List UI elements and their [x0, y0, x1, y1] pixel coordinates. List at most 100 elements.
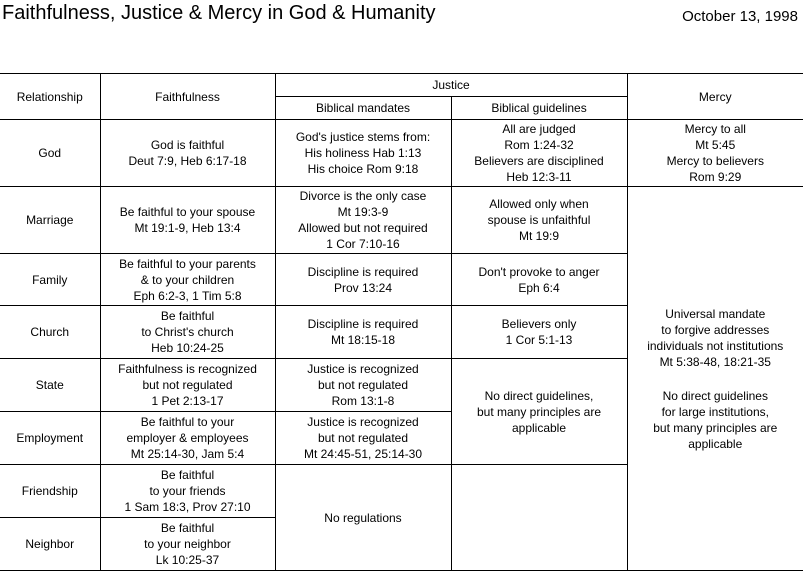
cell-line: Be faithful to your spouse: [119, 205, 256, 219]
mandates-cell: Discipline is required Prov 13:24: [274, 253, 452, 306]
cell-line: Prov 13:24: [333, 280, 393, 295]
faithfulness-cell: Be faithful to your spouse Mt 19:1-9, He…: [99, 186, 276, 254]
guidelines-cell: All are judged Rom 1:24-32 Believers are…: [450, 119, 628, 187]
cell-line: No direct guidelines: [662, 388, 768, 403]
cell-line: Allowed only when: [489, 197, 589, 211]
cell-line: Justice is recognized: [307, 415, 419, 429]
cell-line: Allowed but not required: [298, 221, 428, 235]
cell-line: Eph 6:4: [518, 280, 560, 295]
mercy-cell: Mercy to all Mt 5:45 Mercy to believers …: [626, 119, 804, 187]
guidelines-cell: Allowed only when spouse is unfaithful M…: [450, 186, 628, 254]
header-faithfulness: Faithfulness: [99, 73, 276, 120]
row-family: Family Be faithful to your parents & to …: [0, 253, 803, 306]
cell-line: 1 Pet 2:13-17: [151, 394, 224, 408]
cell-line: Universal mandate: [665, 306, 766, 321]
row-church: Church Be faithful to Christ's church He…: [0, 305, 803, 359]
row-label: Neighbor: [0, 517, 101, 571]
cell-line: Heb 12:3-11: [506, 170, 572, 184]
cell-line: Rom 9:29: [689, 170, 742, 184]
header-mercy: Mercy: [626, 73, 804, 120]
faithfulness-cell: Faithfulness is recognized but not regul…: [99, 358, 276, 412]
cell-line: but not regulated: [317, 431, 409, 445]
page-title: Faithfulness, Justice & Mercy in God & H…: [2, 2, 436, 24]
mandates-cell: Justice is recognized but not regulated …: [274, 411, 451, 465]
cell-line: for large institutions,: [661, 404, 769, 419]
cell-line: Mercy to all: [684, 122, 746, 136]
row-label: Friendship: [0, 464, 101, 518]
row-label: God: [0, 119, 101, 187]
cell-line: God's justice stems from:: [295, 130, 431, 144]
cell-line: Rom 1:24-32: [504, 138, 574, 152]
guidelines-cell: Believers only 1 Cor 5:1-13: [450, 305, 628, 359]
cell-line: Believers are disciplined: [474, 154, 604, 168]
cell-line: Be faithful: [160, 468, 215, 482]
cell-line: No direct guidelines,: [484, 388, 594, 403]
mandates-cell: Discipline is required Mt 18:15-18: [274, 305, 452, 359]
row-friendship: Friendship Be faithful to your friends 1…: [0, 464, 803, 571]
row-label: Family: [0, 253, 101, 306]
cell-line: Mt 24:45-51, 25:14-30: [303, 447, 423, 461]
cell-line: but not regulated: [142, 378, 233, 392]
cell-line: to forgive addresses: [661, 322, 770, 337]
cell-line: 1 Cor 5:1-13: [505, 333, 573, 347]
cell-line: Mercy to believers: [666, 154, 764, 168]
cell-line: Be faithful to your: [140, 415, 235, 429]
document-date: October 13, 1998: [682, 8, 798, 25]
mandates-cell: Justice is recognized but not regulated …: [274, 358, 452, 412]
mandates-merged-cell: No regulations: [274, 464, 452, 571]
cell-line: God is faithful: [150, 138, 225, 152]
cell-line: spouse is unfaithful: [487, 213, 591, 227]
cell-line: & to your children: [140, 272, 235, 287]
row-employment: Employment Be faithful to your employer …: [0, 411, 803, 465]
row-label: State: [0, 358, 101, 412]
cell-line: but many principles are: [476, 404, 602, 419]
cell-line: but many principles are: [653, 420, 778, 435]
header-biblical-mandates: Biblical mandates: [275, 96, 452, 120]
cell-line: individuals not institutions: [647, 338, 784, 353]
cell-line: Deut 7:9, Heb 6:17-18: [128, 154, 247, 168]
cell-line: to your friends: [149, 484, 226, 498]
header-relationship: Relationship: [0, 73, 101, 120]
row-god: God God is faithful Deut 7:9, Heb 6:17-1…: [0, 119, 804, 187]
row-label: Employment: [0, 411, 101, 465]
faithfulness-cell: Be faithful to your neighbor Lk 10:25-37: [99, 517, 275, 571]
mandates-cell: Divorce is the only case Mt 19:3-9 Allow…: [274, 186, 452, 254]
cell-line: Rom 13:1-8: [331, 394, 395, 408]
header-justice: Justice: [274, 73, 628, 97]
cell-line: Justice is recognized: [307, 362, 419, 376]
cell-line: Be faithful: [160, 521, 215, 535]
cell-line: Discipline is required: [307, 317, 419, 331]
row-label: Marriage: [0, 186, 101, 254]
row-neighbor: Neighbor Be faithful to your neighbor Lk…: [0, 517, 803, 571]
cell-line: Mt 18:15-18: [330, 333, 396, 347]
guidelines-merged-cell: No direct guidelines, but many principle…: [450, 358, 628, 465]
header-biblical-guidelines: Biblical guidelines: [450, 96, 628, 120]
cell-line: 1 Cor 7:10-16: [326, 237, 400, 251]
faithfulness-cell: God is faithful Deut 7:9, Heb 6:17-18: [99, 119, 276, 187]
faithfulness-cell: Be faithful to your parents & to your ch…: [99, 253, 276, 306]
mandates-cell: God's justice stems from: His holiness H…: [274, 119, 452, 187]
row-marriage: Marriage Be faithful to your spouse Mt 1…: [0, 186, 804, 571]
cell-line: Mt 5:45: [695, 138, 736, 152]
cell-line: Faithfulness is recognized: [118, 362, 257, 376]
cell-line: Mt 19:1-9, Heb 13:4: [134, 221, 241, 235]
cell-line: His holiness Hab 1:13: [304, 146, 422, 160]
cell-line: but not regulated: [317, 378, 409, 392]
cell-line: Mt 19:3-9: [337, 205, 389, 219]
faithfulness-cell: Be faithful to Christ's church Heb 10:24…: [99, 305, 276, 359]
cell-line: Don't provoke to anger: [478, 264, 600, 279]
mercy-merged-cell: Universal mandate to forgive addresses i…: [626, 186, 804, 571]
cell-line: Mt 25:14-30, Jam 5:4: [130, 447, 245, 461]
guidelines-empty-cell: [450, 464, 628, 571]
cell-line: Mt 19:9: [518, 229, 560, 243]
cell-line: applicable: [511, 420, 567, 435]
cell-line: Mt 5:38-48, 18:21-35: [659, 354, 771, 369]
cell-line: All are judged: [502, 122, 576, 136]
row-label: Church: [0, 305, 101, 359]
cell-line: Believers only: [501, 317, 577, 331]
cell-line: applicable: [688, 436, 743, 451]
cell-line: His choice Rom 9:18: [307, 162, 419, 176]
cell-line: 1 Sam 18:3, Prov 27:10: [124, 500, 251, 514]
cell-line: Lk 10:25-37: [155, 553, 220, 567]
cell-line: Be faithful to your parents: [119, 256, 256, 271]
